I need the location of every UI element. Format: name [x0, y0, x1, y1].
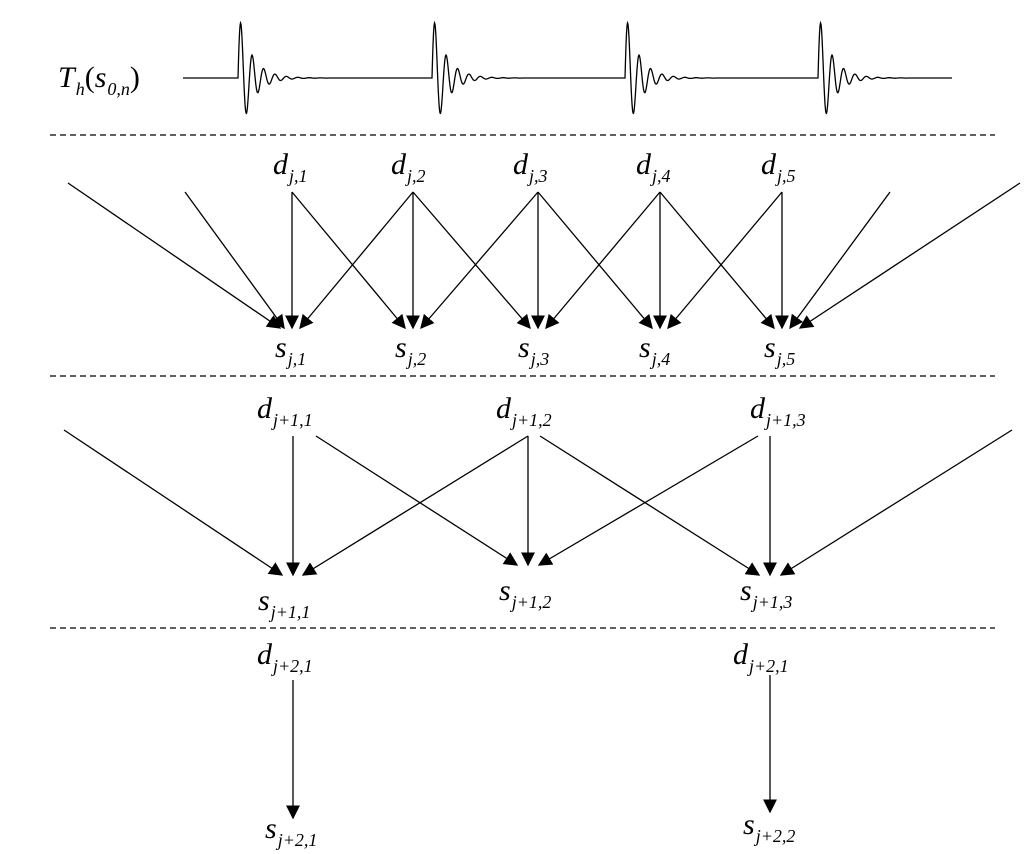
arrow-7 [412, 191, 531, 330]
arrow-9 [545, 191, 661, 330]
node-d-j1-1: dj+1,1 [257, 392, 313, 430]
arrow-16 [67, 182, 282, 329]
node-s-j-4: sj,4 [639, 331, 671, 369]
arrow-15 [789, 191, 891, 330]
arrow-1 [184, 191, 285, 330]
node-s-j2-2: sj+2,2 [743, 808, 796, 846]
node-s-j1-3: sj+1,3 [740, 574, 793, 612]
node-d-j1-3: dj+1,3 [750, 392, 806, 430]
arrow-3 [299, 191, 414, 330]
node-d-j-2: dj,2 [391, 148, 426, 186]
node-d-j-5: dj,5 [761, 148, 796, 186]
arrow-26 [779, 429, 1013, 576]
node-s-j-2: sj,2 [395, 331, 427, 369]
arrow-21 [315, 435, 519, 566]
level-separators [50, 134, 995, 629]
node-d-j-1: dj,1 [273, 148, 308, 186]
node-d-j2-1a: dj+2,1 [257, 638, 313, 676]
arrow-12 [667, 191, 783, 330]
arrow-13 [659, 191, 775, 330]
signal-label: Th(s0,n) [58, 61, 140, 99]
node-s-j-3: sj,3 [518, 331, 550, 369]
signal-waveform [183, 20, 952, 115]
arrow-connections [63, 182, 1021, 820]
arrow-18 [63, 429, 284, 576]
arrow-4 [291, 191, 406, 330]
node-d-j1-2: dj+1,2 [496, 392, 552, 430]
node-s-j1-2: sj+1,2 [499, 574, 552, 612]
arrow-10 [537, 191, 653, 330]
node-s-j-1: sj,1 [275, 331, 307, 369]
node-d-j2-1b: dj+2,1 [733, 638, 789, 676]
node-d-j-4: dj,4 [636, 148, 671, 186]
arrow-23 [537, 435, 759, 566]
arrow-24 [539, 435, 761, 576]
node-s-j1-1: sj+1,1 [258, 584, 311, 622]
arrow-6 [420, 191, 539, 330]
node-d-j-3: dj,3 [513, 148, 548, 186]
node-s-j2-1: sj+2,1 [265, 812, 318, 850]
arrow-17 [798, 182, 1021, 329]
arrow-20 [301, 435, 529, 576]
node-s-j-5: sj,5 [764, 331, 796, 369]
